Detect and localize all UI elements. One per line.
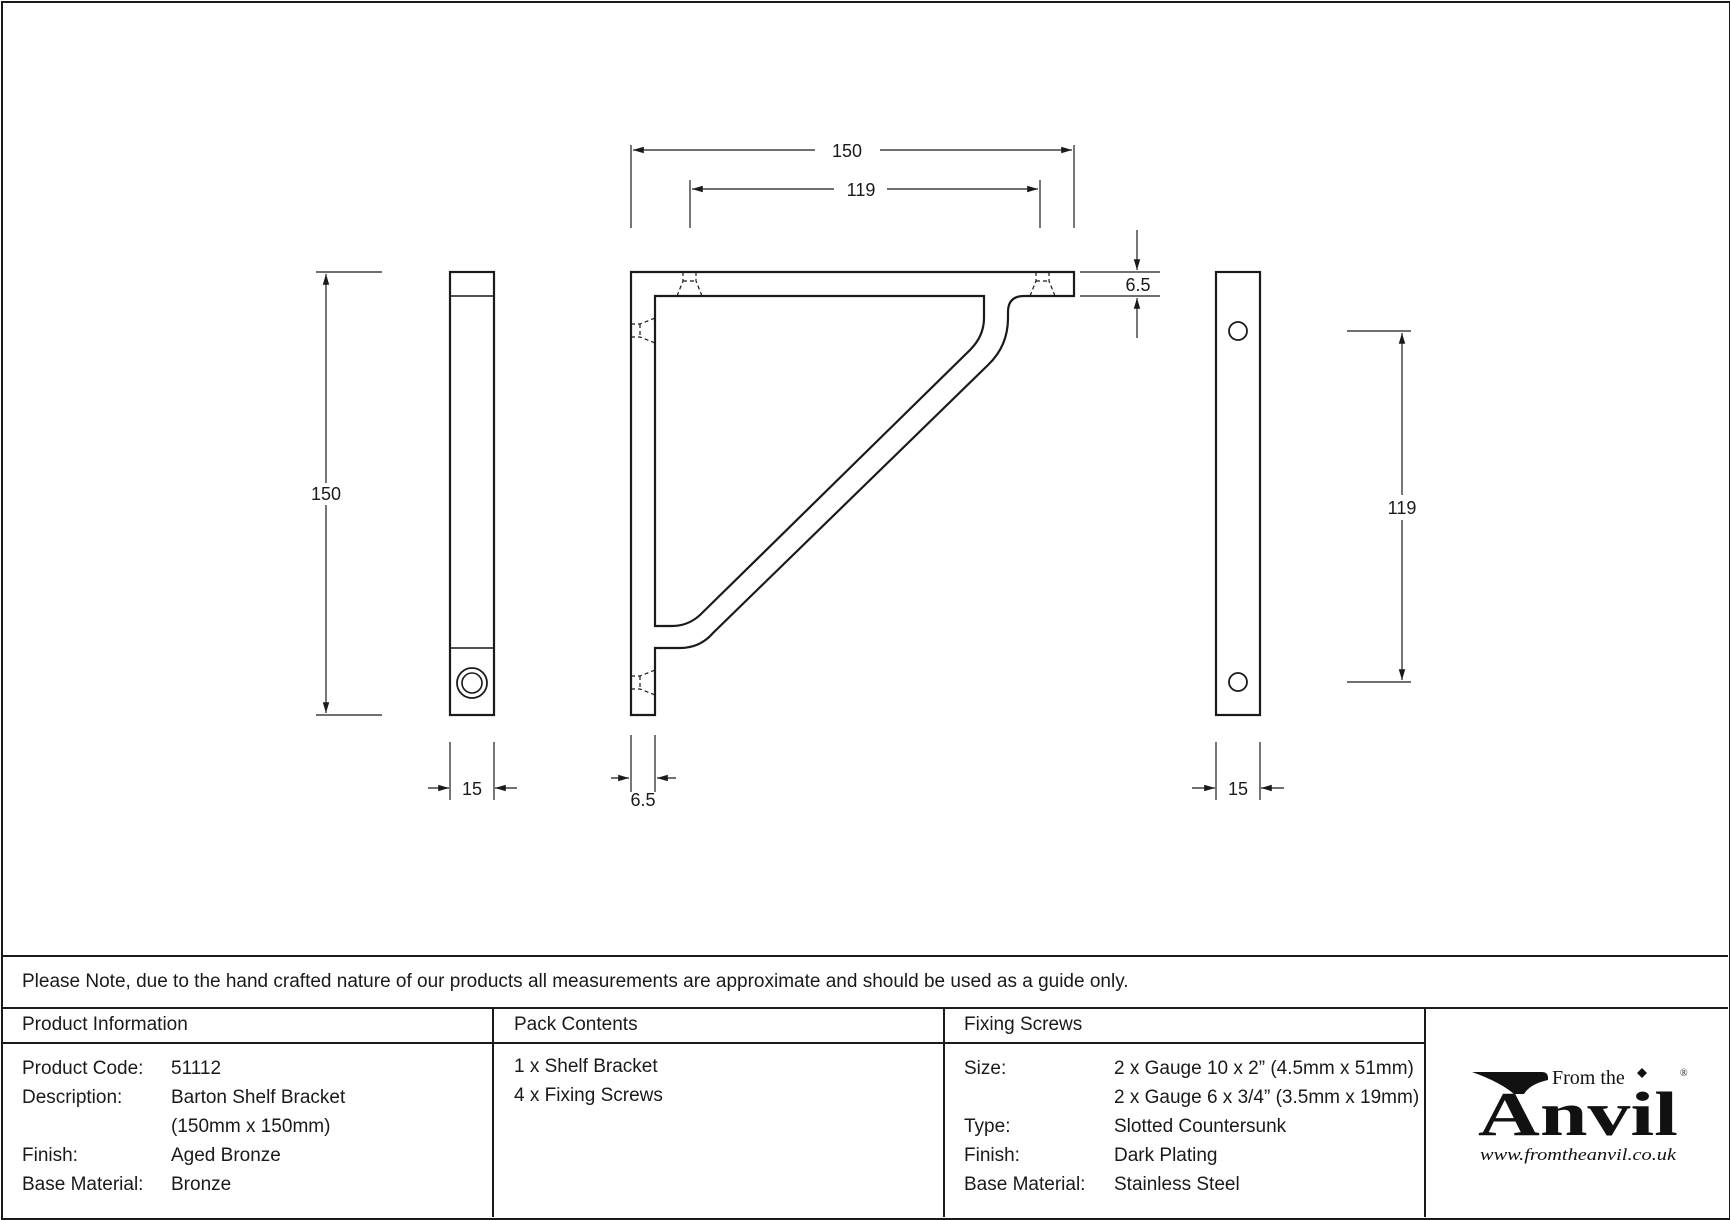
main-hole-spacing-dimension [689, 180, 1041, 228]
divider [2, 1007, 1728, 1009]
fixing-screws-heading: Fixing Screws [964, 1014, 1083, 1035]
divider [943, 1007, 945, 1217]
technical-drawing: 150 15 150 119 6.5 6.5 119 15 [311, 141, 1417, 810]
measurement-note: Please Note, due to the hand crafted nat… [22, 971, 1129, 992]
bracket-front-view [629, 270, 1076, 717]
top-thickness-label: 6.5 [1125, 275, 1150, 295]
logo-url: www.fromtheanvil.co.uk [1480, 1145, 1677, 1164]
left-height-label: 150 [311, 484, 341, 504]
screw-type-label: Type: [964, 1116, 1011, 1137]
description-value: Barton Shelf Bracket [171, 1087, 346, 1108]
left-side-view [448, 270, 496, 717]
screw-hole-circle [456, 667, 488, 699]
product-info-heading: Product Information [22, 1014, 188, 1035]
pack-item: 4 x Fixing Screws [514, 1085, 663, 1106]
screw-hole-top [1228, 321, 1248, 341]
right-width-label: 15 [1228, 779, 1248, 799]
left-height-dimension [316, 271, 382, 716]
countersunk-holes [631, 272, 1056, 696]
top-thickness-dimension [1080, 230, 1160, 338]
divider [1424, 1007, 1426, 1217]
screw-material-label: Base Material: [964, 1174, 1086, 1195]
logo-from-the: From the [1552, 1067, 1625, 1089]
screw-size-value: 2 x Gauge 10 x 2” (4.5mm x 51mm) [1114, 1058, 1414, 1079]
base-material-value: Bronze [171, 1174, 232, 1195]
divider [492, 1007, 494, 1217]
finish-value: Aged Bronze [171, 1145, 281, 1166]
side-thickness-dimension [611, 735, 676, 792]
registered-mark: ® [1680, 1068, 1688, 1079]
left-width-dimension [428, 742, 517, 800]
description-label: Description: [22, 1087, 123, 1108]
main-width-label: 150 [832, 141, 862, 161]
left-width-label: 15 [462, 779, 482, 799]
right-hole-spacing-dimension [1347, 330, 1411, 683]
right-hole-spacing-label: 119 [1388, 498, 1417, 518]
description-value-size: (150mm x 150mm) [171, 1116, 331, 1137]
screw-hole-bottom [1228, 672, 1248, 692]
main-width-dimension [630, 145, 1075, 228]
screw-finish-label: Finish: [964, 1145, 1020, 1166]
product-code-label: Product Code: [22, 1058, 144, 1079]
divider [2, 1042, 1425, 1044]
divider [2, 955, 1728, 957]
pack-item: 1 x Shelf Bracket [514, 1056, 658, 1077]
screw-type-value: Slotted Countersunk [1114, 1116, 1287, 1137]
product-code-value: 51112 [171, 1058, 222, 1079]
screw-size-label: Size: [964, 1058, 1007, 1079]
right-side-view [1214, 270, 1262, 717]
diamond-icon [1637, 1068, 1647, 1078]
right-width-dimension [1192, 742, 1284, 800]
logo-brand: Anvil [1478, 1081, 1678, 1149]
screw-material-value: Stainless Steel [1114, 1174, 1240, 1195]
base-material-label: Base Material: [22, 1174, 144, 1195]
side-thickness-label: 6.5 [630, 790, 655, 810]
from-the-anvil-logo: From the ® Anvil www.fromtheanvil.co.uk [1472, 1067, 1688, 1164]
screw-finish-value: Dark Plating [1114, 1145, 1218, 1166]
pack-contents-heading: Pack Contents [514, 1014, 638, 1035]
anvil-icon [1472, 1072, 1548, 1094]
screw-size-value-2: 2 x Gauge 6 x 3/4” (3.5mm x 19mm) [1114, 1087, 1420, 1108]
finish-label: Finish: [22, 1145, 78, 1166]
main-hole-spacing-label: 119 [847, 180, 876, 200]
